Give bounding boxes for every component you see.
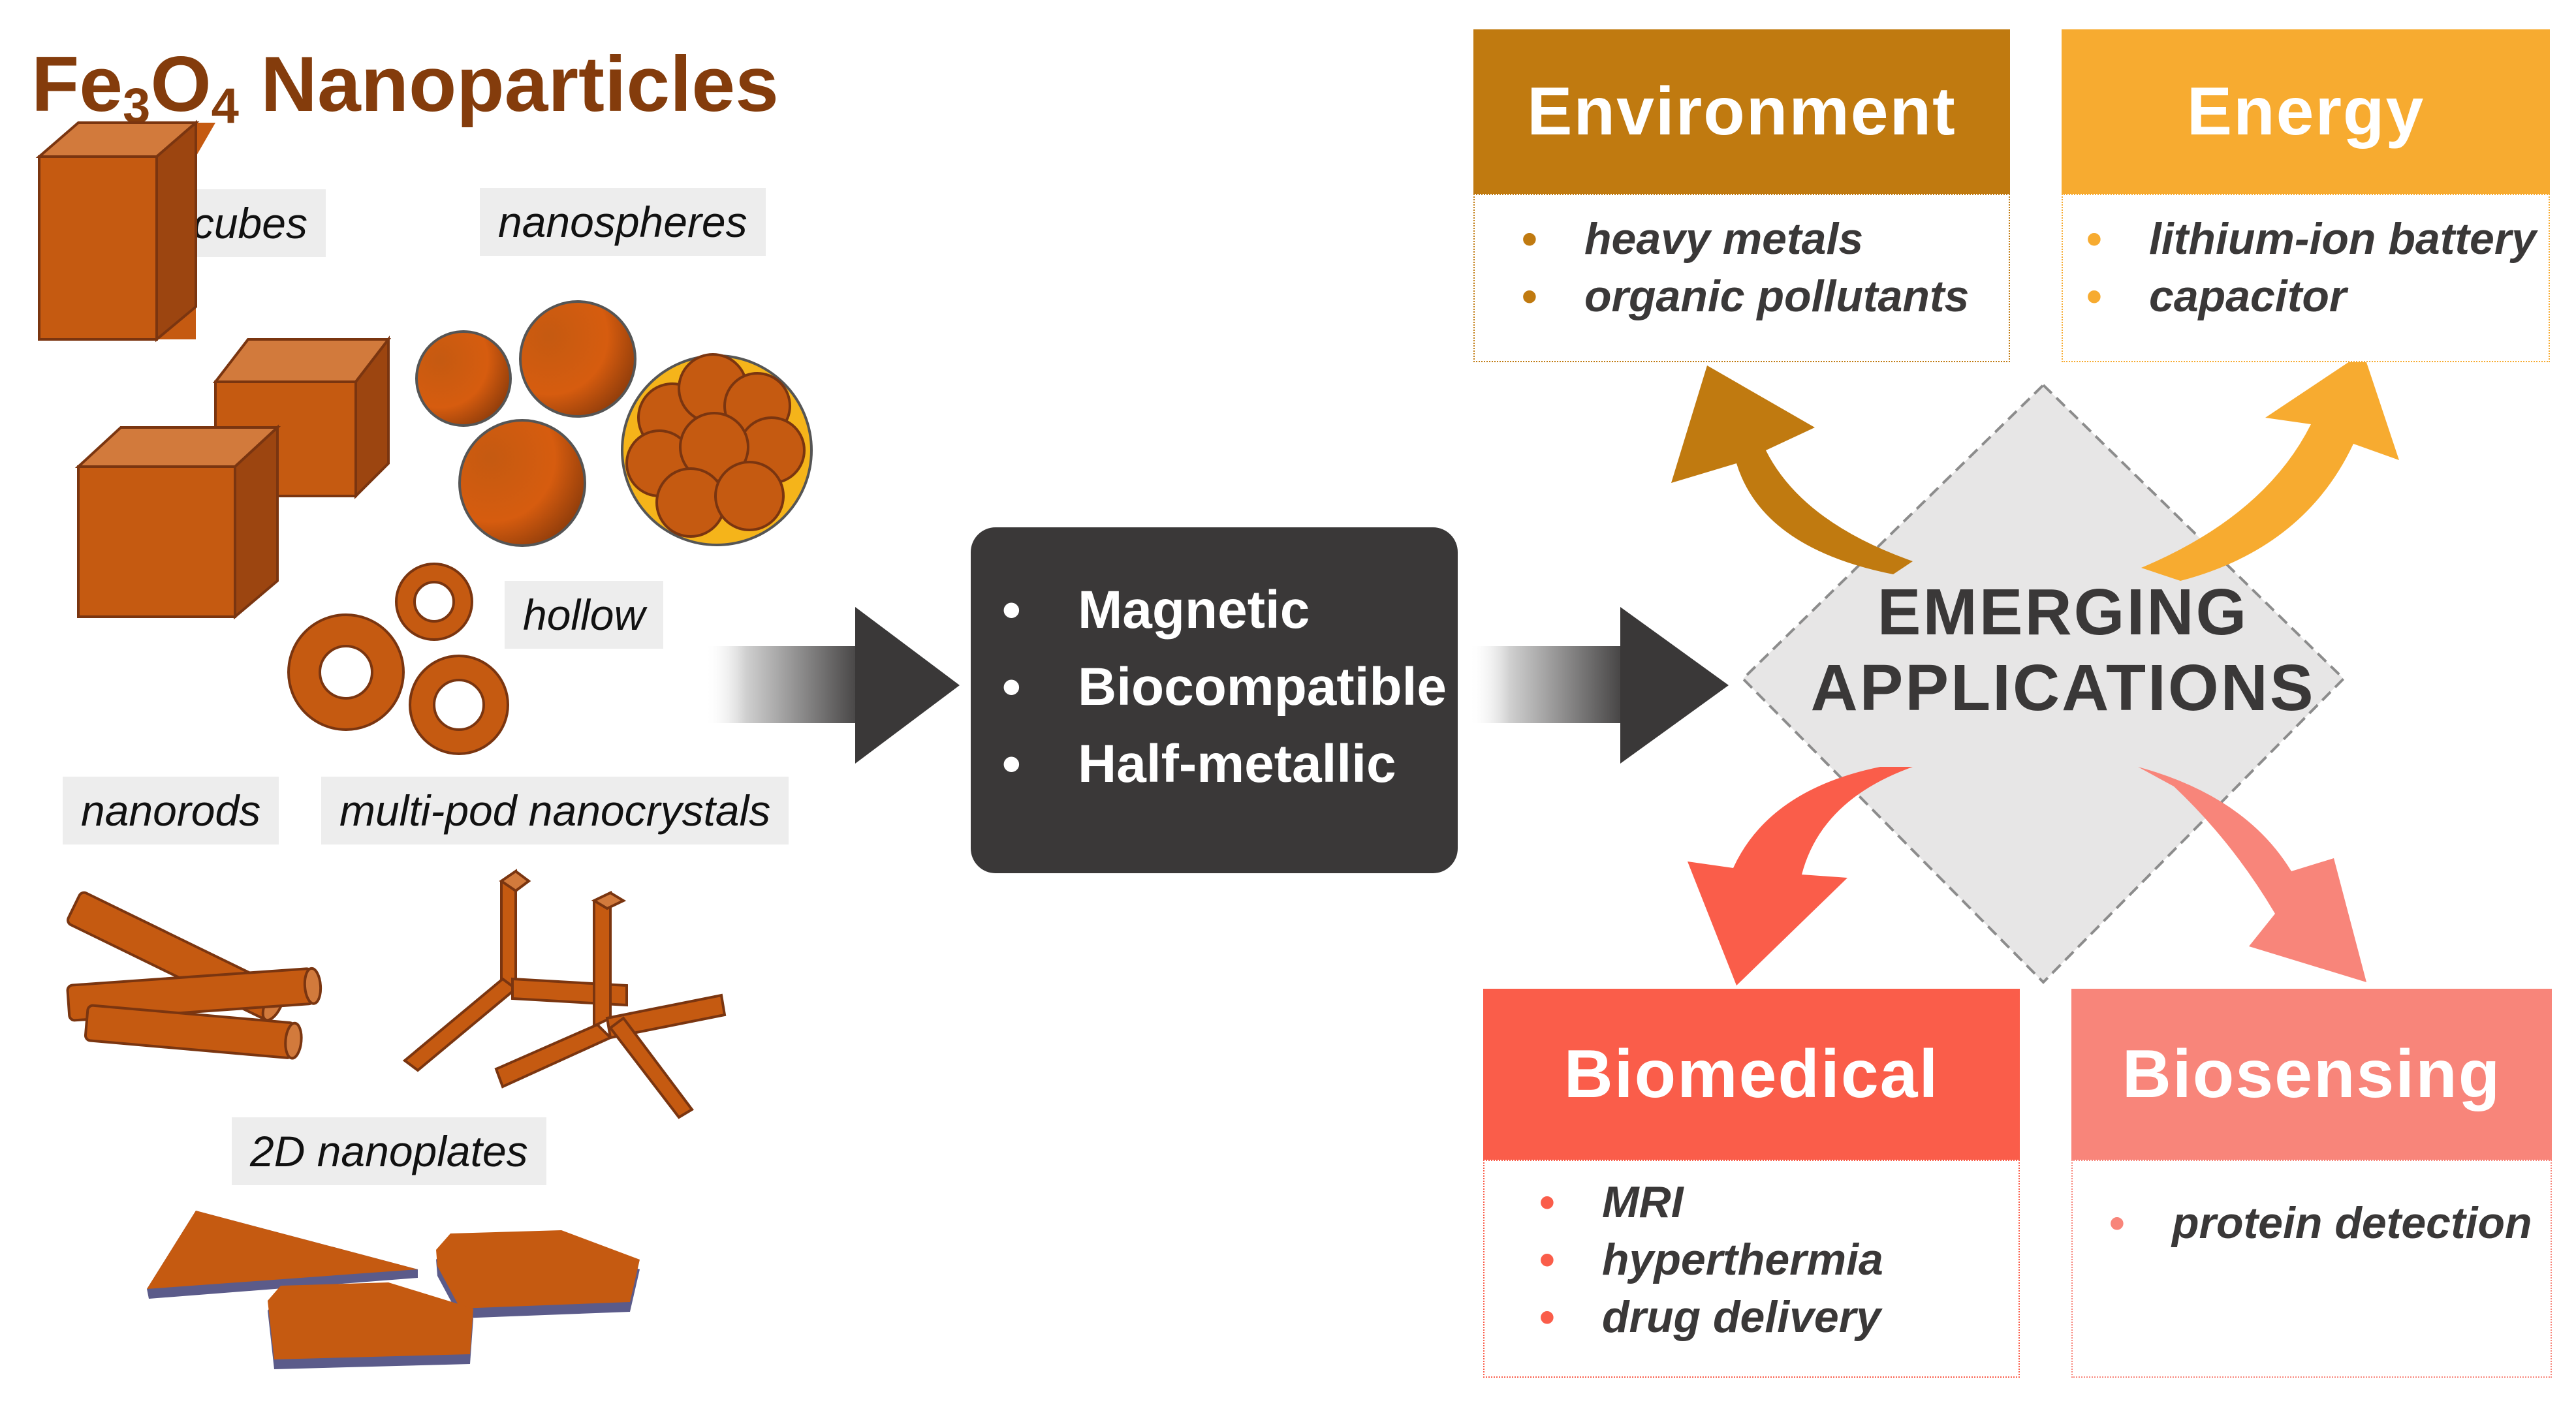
biomedical-item: •MRI (1539, 1177, 1684, 1227)
biosensing-box: •protein detection (2071, 1160, 2552, 1378)
biomedical-item: •hyperthermia (1539, 1235, 1883, 1284)
biomedical-box: •MRI •hyperthermia •drug delivery (1483, 1160, 2020, 1378)
bullet: • (1002, 580, 1021, 640)
property-item: •Half-metallic (1002, 734, 1396, 794)
label-nanoplates: 2D nanoplates (232, 1117, 546, 1185)
arrow-energy (2141, 352, 2399, 581)
arrow-to-applications (1469, 607, 1729, 764)
energy-item: •capacitor (2086, 271, 2347, 321)
energy-box: •lithium-ion battery •capacitor (2062, 194, 2550, 362)
bullet: • (1002, 734, 1021, 794)
biosensing-header: Biosensing (2071, 989, 2552, 1160)
center-label: EMERGING APPLICATIONS (1736, 574, 2389, 726)
nanorod-shapes (66, 891, 322, 1060)
arrow-biomedical (1688, 767, 1913, 985)
center-label-line2: APPLICATIONS (1810, 651, 2316, 724)
biomedical-header: Biomedical (1483, 989, 2020, 1160)
properties-box: •Magnetic •Biocompatible •Half-metallic (971, 527, 1458, 873)
label-multipod: multi-pod nanocrystals (321, 777, 789, 845)
energy-header: Energy (2062, 29, 2550, 194)
arrow-environment (1671, 365, 1913, 574)
biomedical-item: •drug delivery (1539, 1292, 1881, 1342)
label-nanorods: nanorods (63, 777, 279, 845)
environment-box: •heavy metals •organic pollutants (1473, 194, 2010, 362)
nanoplate-shapes (147, 1211, 640, 1369)
environment-item: •organic pollutants (1522, 271, 1970, 321)
center-label-line1: EMERGING (1877, 576, 2249, 649)
property-item: •Magnetic (1002, 580, 1310, 640)
bullet: • (1002, 657, 1021, 717)
hollow-shapes (287, 563, 509, 755)
environment-item: •heavy metals (1522, 214, 1864, 264)
energy-item: •lithium-ion battery (2086, 214, 2537, 264)
environment-header: Environment (1473, 29, 2010, 194)
nanocube-shapes (35, 119, 392, 620)
arrow-biosensing (2138, 767, 2366, 982)
multipod-shapes (402, 869, 727, 1119)
property-item: •Biocompatible (1002, 657, 1447, 717)
biosensing-item: •protein detection (2109, 1198, 2532, 1248)
center-diamond (1741, 383, 2346, 984)
nanosphere-shapes (415, 300, 813, 547)
page-title: Fe3O4 Nanoparticles (31, 40, 779, 134)
label-hollow: hollow (505, 581, 664, 649)
arrow-to-properties (705, 607, 960, 764)
label-nanospheres: nanospheres (480, 188, 766, 256)
